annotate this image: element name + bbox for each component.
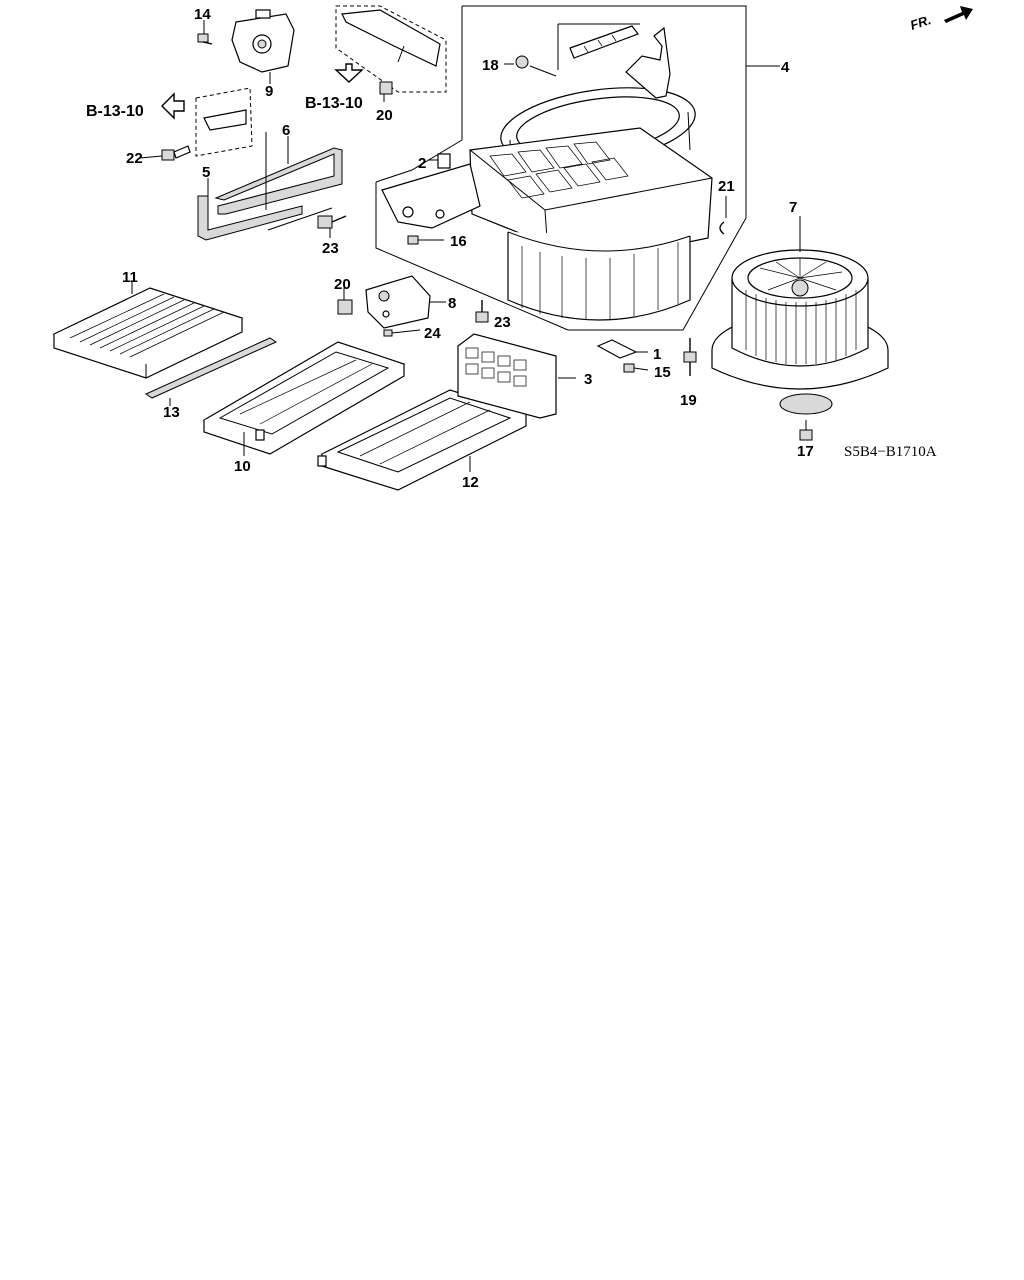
callout-9: 9 <box>265 83 273 100</box>
part-11-filter <box>52 282 244 379</box>
part-8-resistor <box>365 275 446 329</box>
front-direction-indicator: FR. <box>908 6 973 33</box>
part-20-nut-upper <box>379 81 393 95</box>
callout-numbers: 1 2 3 4 5 6 7 8 9 10 11 12 13 14 15 16 1… <box>122 6 814 491</box>
part-3-grille <box>457 333 576 419</box>
reference-label-center: B-13-10 <box>305 95 363 112</box>
left-arrow-icon <box>161 92 185 120</box>
part-17-screw <box>799 420 813 441</box>
callout-20-lower: 20 <box>334 276 351 293</box>
part-20-nut-lower <box>337 299 353 315</box>
reference-label-left: B-13-10 <box>86 103 144 120</box>
callout-8: 8 <box>448 295 456 312</box>
part-10-tray <box>202 341 406 456</box>
callout-15: 15 <box>654 364 671 381</box>
part-23-bolt-lower <box>475 300 489 323</box>
callout-24: 24 <box>424 325 441 342</box>
reference-center: B-13-10 <box>305 63 364 112</box>
callout-16: 16 <box>450 233 467 250</box>
part-13-seal <box>144 337 278 406</box>
part-16-screw <box>407 235 444 245</box>
leader-lines <box>139 20 385 300</box>
callout-20-upper: 20 <box>376 107 393 124</box>
callout-4: 4 <box>781 59 790 76</box>
callout-21: 21 <box>718 178 735 195</box>
upper-link-brackets <box>557 23 671 99</box>
part-9-actuator <box>231 9 295 82</box>
callout-3: 3 <box>584 371 592 388</box>
blower-housing <box>381 87 713 321</box>
callout-6: 6 <box>282 122 290 139</box>
down-arrow-icon <box>334 63 364 83</box>
blower-housing-frame <box>375 5 780 331</box>
part-7-blower-fan <box>711 216 889 415</box>
callout-7: 7 <box>789 199 797 216</box>
part-15-screw <box>623 363 649 373</box>
callout-1: 1 <box>653 346 661 363</box>
front-arrow-icon <box>944 6 973 23</box>
callout-19: 19 <box>680 392 697 409</box>
part-22-bolt <box>161 145 191 161</box>
callout-23-lower: 23 <box>494 314 511 331</box>
callout-12: 12 <box>462 474 479 491</box>
reference-left: B-13-10 <box>86 92 185 120</box>
callout-22: 22 <box>126 150 143 167</box>
part-12-tray <box>317 389 528 491</box>
part-14-screw <box>197 28 213 45</box>
callout-17: 17 <box>797 443 814 460</box>
part-23-bolt-upper <box>317 215 347 229</box>
callout-18: 18 <box>482 57 499 74</box>
callout-2: 2 <box>418 155 426 172</box>
part-2-clip <box>428 153 451 169</box>
part-19-screw <box>683 338 697 376</box>
dashed-bracket-top <box>335 5 447 93</box>
callout-23-upper: 23 <box>322 240 339 257</box>
callout-5: 5 <box>202 164 210 181</box>
part-5-6-seals <box>197 132 343 241</box>
part-24-screw <box>383 329 421 337</box>
drawing-code: S5B4−B1710A <box>844 444 937 460</box>
callout-11: 11 <box>122 269 138 286</box>
dashed-bracket-left <box>195 87 253 157</box>
callout-14: 14 <box>194 6 211 23</box>
callout-13: 13 <box>163 404 180 421</box>
part-21-clip <box>719 196 727 235</box>
callout-10: 10 <box>234 458 251 475</box>
front-label: FR. <box>908 12 933 33</box>
part-18-clip <box>504 55 557 77</box>
part-1-bracket <box>596 339 648 359</box>
